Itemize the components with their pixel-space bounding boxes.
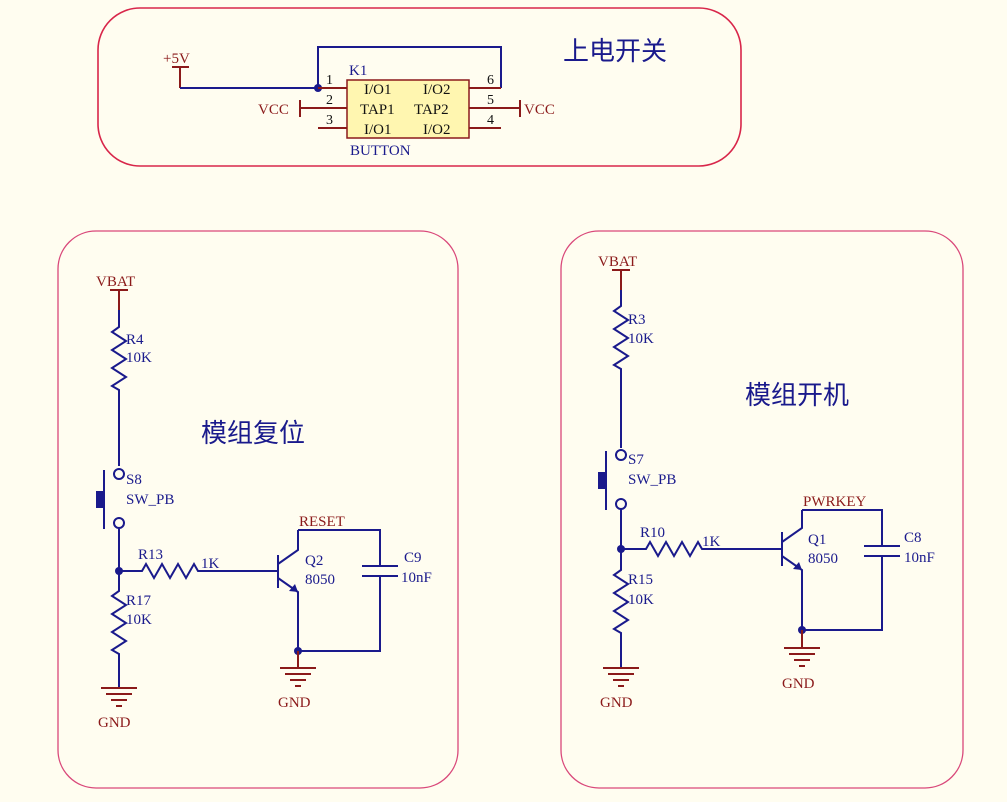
- vbat-right-label: VBAT: [598, 254, 637, 270]
- r17-resistor: [110, 571, 128, 688]
- r10-value: 1K: [702, 534, 721, 550]
- r3-resistor: [612, 290, 630, 389]
- reset-title: 模组复位: [201, 419, 305, 449]
- q1-npn-transistor: Q1 8050: [781, 510, 838, 630]
- gnd-label: GND: [278, 695, 311, 711]
- wire-c9-gnd: [298, 576, 381, 652]
- gnd-reset-r17: GND: [98, 687, 137, 731]
- c9-ref: C9: [404, 550, 422, 566]
- c9-capacitor: C9 10nF: [362, 550, 432, 586]
- q1-ref: Q1: [808, 532, 826, 548]
- k1-pin-2: 2: [326, 93, 333, 108]
- r13-value: 1K: [201, 556, 220, 572]
- k1-pin-4: 4: [487, 113, 494, 128]
- r10-resistor: [621, 539, 720, 559]
- k1-row3-left: I/O1: [364, 122, 392, 138]
- r15-ref: R15: [628, 572, 653, 588]
- k1-pin-3: 3: [326, 113, 333, 128]
- k1-type: BUTTON: [350, 143, 411, 159]
- c8-ref: C8: [904, 530, 922, 546]
- k1-pin-1: 1: [326, 73, 333, 88]
- q2-value: 8050: [305, 572, 335, 588]
- k1-row2-right: TAP2: [414, 102, 449, 118]
- s8-ref: S8: [126, 472, 142, 488]
- k1-button-chip: K1 BUTTON 1 2 3 4 5 6 I/O1 I/O2 TAP1 TAP…: [318, 63, 501, 159]
- power-switch-frame: [97, 7, 742, 167]
- pwrkey-net-label: PWRKEY: [803, 494, 867, 510]
- gnd-on-q1: GND: [782, 647, 820, 692]
- c9-value: 10nF: [401, 570, 432, 586]
- gnd-label: GND: [98, 715, 131, 731]
- k1-pin-6: 6: [487, 73, 494, 88]
- s7-value: SW_PB: [628, 472, 676, 488]
- gnd-reset-q2: GND: [278, 667, 316, 711]
- reset-frame: [57, 230, 459, 789]
- s7-ref: S7: [628, 452, 644, 468]
- vcc-left-label: VCC: [258, 102, 289, 118]
- p5v-power-port: +5V: [163, 51, 190, 88]
- reset-section: 模组复位 VBAT R4 10K S8 SW_PB R13 1K R17: [57, 230, 459, 789]
- r4-resistor: [110, 310, 128, 408]
- r15-value: 10K: [628, 592, 654, 608]
- vbat-left-label: VBAT: [96, 274, 135, 290]
- r4-ref: R4: [126, 332, 144, 348]
- s8-value: SW_PB: [126, 492, 174, 508]
- power-on-frame: [560, 230, 964, 789]
- q2-npn-transistor: Q2 8050: [277, 530, 335, 651]
- vbat-left-port: VBAT: [96, 274, 135, 310]
- r13-resistor: [119, 561, 214, 581]
- r3-ref: R3: [628, 312, 646, 328]
- gnd-label: GND: [782, 676, 815, 692]
- r4-value: 10K: [126, 350, 152, 366]
- c8-value: 10nF: [904, 550, 935, 566]
- wire-c8-gnd: [802, 556, 883, 631]
- power-switch-section: 上电开关 +5V K1 BUTTON 1 2 3 4 5 6: [97, 7, 742, 167]
- r3-value: 10K: [628, 331, 654, 347]
- reset-net-label: RESET: [299, 514, 345, 530]
- q1-value: 8050: [808, 551, 838, 567]
- gnd-label: GND: [600, 695, 633, 711]
- k1-row1-left: I/O1: [364, 82, 392, 98]
- r10-ref: R10: [640, 525, 665, 541]
- vcc-left-port: VCC: [258, 100, 318, 118]
- power-on-title: 模组开机: [745, 381, 849, 411]
- wire-reset-net: [298, 529, 381, 565]
- r13-ref: R13: [138, 547, 163, 563]
- wire-pin1-pin6: [317, 46, 502, 88]
- s7-push-button: S7 SW_PB: [598, 449, 676, 510]
- r17-ref: R17: [126, 593, 152, 609]
- k1-ref: K1: [349, 63, 367, 79]
- c8-capacitor: C8 10nF: [864, 530, 935, 566]
- power-on-section: 模组开机 VBAT R3 10K S7 SW_PB R10 1K R15: [560, 230, 964, 789]
- k1-pin-5: 5: [487, 93, 494, 108]
- vcc-right-label: VCC: [524, 102, 555, 118]
- q2-ref: Q2: [305, 553, 323, 569]
- wire-pwrkey-net: [802, 509, 883, 545]
- p5v-label: +5V: [163, 51, 190, 67]
- k1-row3-right: I/O2: [423, 122, 451, 138]
- k1-row1-right: I/O2: [423, 82, 451, 98]
- vcc-right-port: VCC: [501, 100, 555, 118]
- power-switch-title: 上电开关: [563, 37, 667, 67]
- k1-row2-left: TAP1: [360, 102, 395, 118]
- r15-resistor: [612, 549, 630, 668]
- gnd-on-r15: GND: [600, 667, 639, 711]
- s8-push-button: S8 SW_PB: [96, 468, 174, 529]
- vbat-right-port: VBAT: [598, 254, 637, 290]
- r17-value: 10K: [126, 612, 152, 628]
